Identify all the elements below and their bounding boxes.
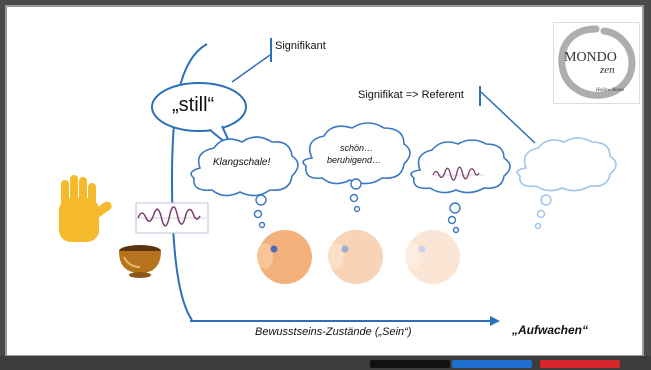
klangschale-label: Klangschale!: [213, 157, 271, 168]
eye-icon: [328, 230, 383, 284]
thought-cloud-icon: [516, 137, 617, 192]
schoen-label: schön…: [340, 143, 374, 153]
singing-bowl-icon: [119, 245, 161, 278]
aufwachen-label: „Aufwachen“: [512, 323, 589, 337]
thought-dots-faded: [534, 194, 552, 230]
blue-marker[interactable]: [452, 360, 532, 368]
eye-icon: [405, 230, 460, 284]
signifikant-label: Signifikant: [275, 40, 326, 52]
signifikat-label: Signifikat => Referent: [358, 89, 464, 101]
logo-word-zen: zen: [600, 64, 615, 76]
beruhigend-label: beruhigend…: [327, 155, 382, 165]
still-label: „still“: [172, 94, 215, 116]
thought-dots: [253, 178, 461, 234]
thought-cloud-icon: [190, 136, 299, 197]
arrow-head-icon: [490, 316, 500, 326]
eye-icon: [257, 230, 312, 284]
enso-icon: [558, 25, 636, 99]
logo-byline: Hollow Bones: [596, 88, 625, 93]
red-marker[interactable]: [540, 360, 620, 368]
still-speech-bubble: [151, 82, 247, 132]
black-marker[interactable]: [370, 360, 450, 368]
sound-wave-icon: [432, 166, 484, 181]
sound-wave-icon: [135, 202, 209, 234]
axis-label: Bewusstseins-Zustände („Sein“): [255, 326, 412, 338]
signifikant-connector: [231, 54, 271, 83]
logo-word-mondo: MONDO: [564, 50, 617, 65]
mondo-zen-logo: MONDO zen Hollow Bones: [553, 22, 640, 104]
thought-cloud-icon: [302, 122, 411, 185]
thought-cloud-icon: [410, 139, 511, 194]
raised-hand-icon: [59, 175, 112, 242]
vertical-axis-curve: [170, 43, 208, 321]
signifikat-connector: [480, 91, 536, 144]
